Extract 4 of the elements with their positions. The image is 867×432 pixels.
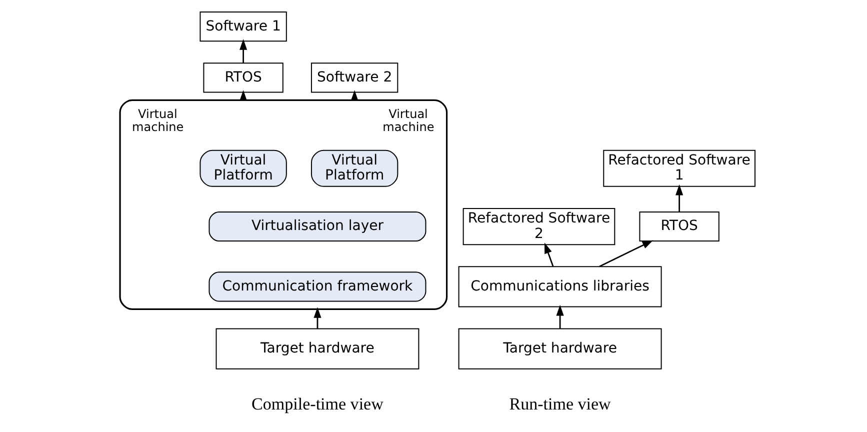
label: Compile-time view — [252, 394, 384, 414]
node-label: Virtual machine — [382, 106, 434, 134]
label: Run-time view — [509, 394, 611, 414]
node-label: Virtual machine — [132, 106, 184, 134]
